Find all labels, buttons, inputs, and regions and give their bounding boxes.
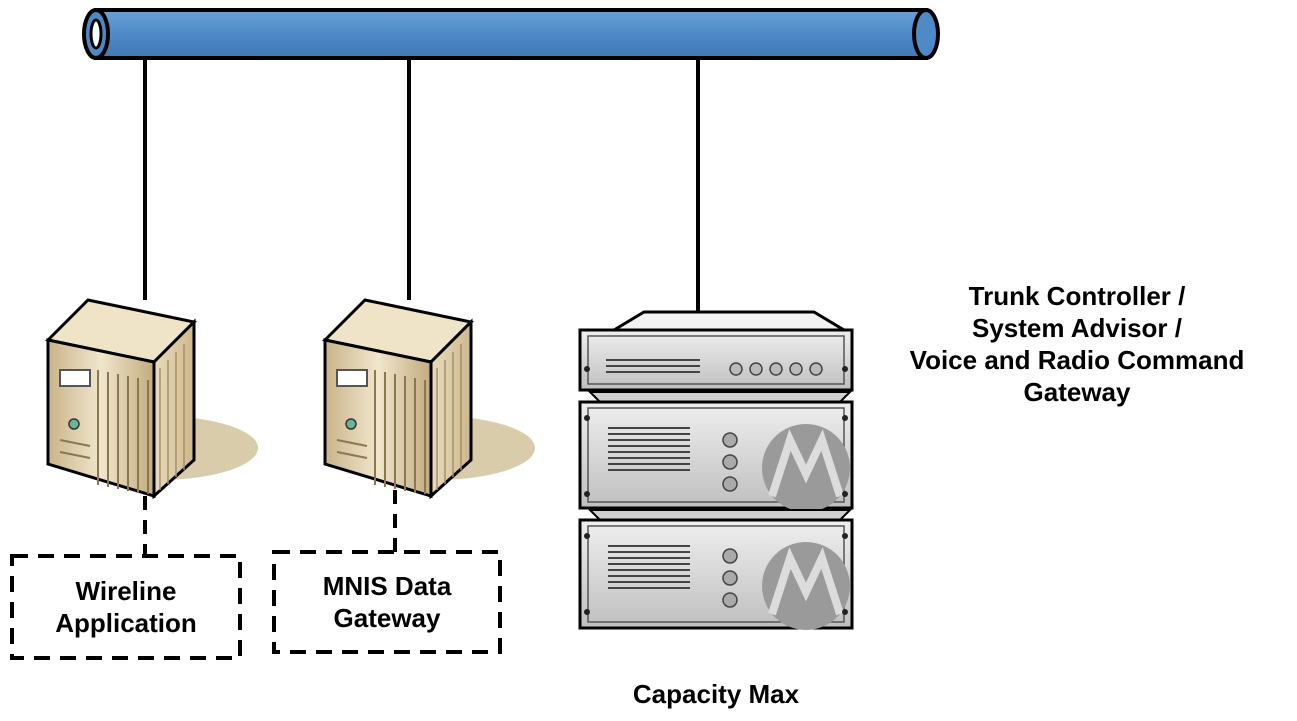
rack-equipment-icon (578, 310, 854, 630)
mnis-data-gateway-label: MNIS Data Gateway (274, 570, 500, 634)
server-tower-icon (44, 298, 258, 500)
mnis-data-gateway-box (272, 550, 502, 654)
wireline-line-2: Application (55, 608, 197, 638)
wireline-application-label: Wireline Application (12, 575, 240, 639)
trunk-line-4: Gateway (1023, 377, 1131, 407)
wireline-application-box (10, 554, 242, 660)
motorola-logo-icon (762, 424, 850, 512)
capacity-max-label: Capacity Max (632, 679, 800, 709)
trunk-controller-label: Trunk Controller / System Advisor / Voic… (862, 280, 1292, 408)
motorola-logo-icon (762, 542, 850, 630)
wireline-line-1: Wireline (75, 576, 177, 606)
trunk-line-3: Voice and Radio Command (909, 345, 1245, 375)
mnis-line-1: MNIS Data (322, 571, 452, 601)
server-tower-icon (321, 298, 535, 500)
network-bus-icon (82, 8, 940, 60)
trunk-line-2: System Advisor / (971, 313, 1182, 343)
trunk-line-1: Trunk Controller / (968, 281, 1186, 311)
mnis-line-2: Gateway (333, 603, 441, 633)
